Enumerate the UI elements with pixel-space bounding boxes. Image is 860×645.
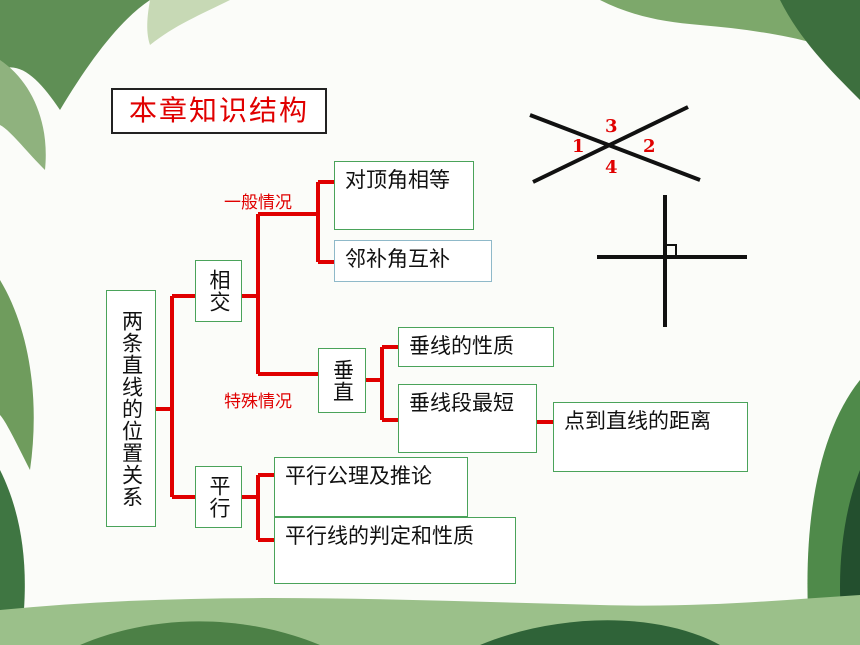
node-perp-property: 垂线的性质 [398,327,554,367]
angle-label-4: 4 [605,157,618,178]
intersecting-line-b [532,105,689,184]
node-parallel-judgement: 平行线的判定和性质 [274,517,516,584]
node-vertical-angles: 对顶角相等 [334,161,474,230]
page-title: 本章知识结构 [111,88,327,134]
label-special: 特殊情况 [224,392,292,412]
node-perpendicular: 垂直 [318,348,366,413]
intersecting-line-a [529,113,701,182]
node-adjacent-supplementary: 邻补角互补 [334,240,492,282]
root-node: 两条直线的位置关系 [106,290,156,527]
node-parallel-axiom: 平行公理及推论 [274,457,468,517]
node-perp-shortest: 垂线段最短 [398,384,537,453]
angle-label-2: 2 [643,136,656,157]
node-point-line-distance: 点到直线的距离 [553,402,748,472]
angle-label-1: 1 [572,136,585,157]
node-intersect: 相交 [195,260,242,322]
node-parallel: 平行 [195,466,242,528]
angle-label-3: 3 [605,116,618,137]
right-angle-mark [665,244,677,257]
label-general: 一般情况 [224,193,292,213]
